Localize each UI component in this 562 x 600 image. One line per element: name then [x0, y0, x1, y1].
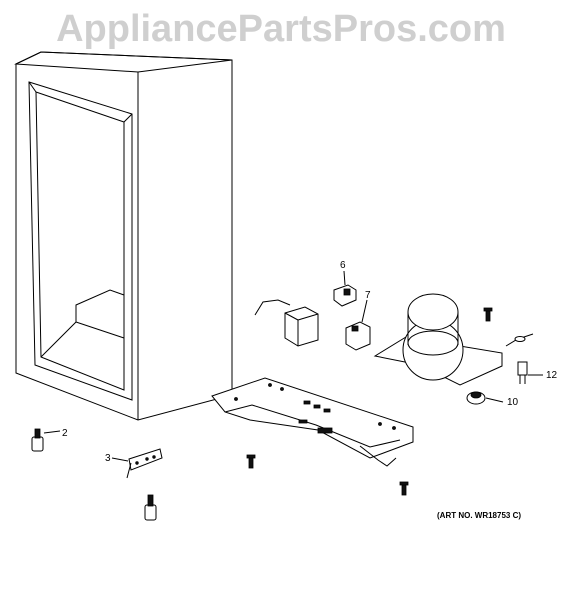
callout-7: 7 — [365, 290, 371, 301]
start-relay-part — [254, 299, 319, 347]
compressor-mounting-plate-part — [211, 377, 414, 467]
callout-10: 10 — [507, 397, 519, 408]
cabinet-shell — [14, 51, 233, 421]
lower-leg-part — [144, 494, 157, 521]
grommet-part — [466, 391, 504, 405]
compressor-part — [373, 293, 503, 386]
callout-12: 12 — [546, 370, 558, 381]
screw-part — [399, 481, 409, 496]
screw-part — [483, 307, 493, 322]
callout-3: 3 — [105, 453, 111, 464]
callout-6: 6 — [340, 260, 346, 271]
overload-protector-part — [345, 299, 371, 351]
relay-clip-part — [333, 270, 357, 307]
capacitor-part — [505, 333, 543, 384]
watermark-logo: AppliancePartsPros.com — [56, 8, 506, 50]
roller-bracket-part — [111, 448, 163, 479]
screw-part — [246, 454, 256, 469]
leveling-leg-part — [31, 428, 61, 452]
callout-2: 2 — [62, 428, 68, 439]
art-number-label: (ART NO. WR18753 C) — [437, 511, 522, 520]
